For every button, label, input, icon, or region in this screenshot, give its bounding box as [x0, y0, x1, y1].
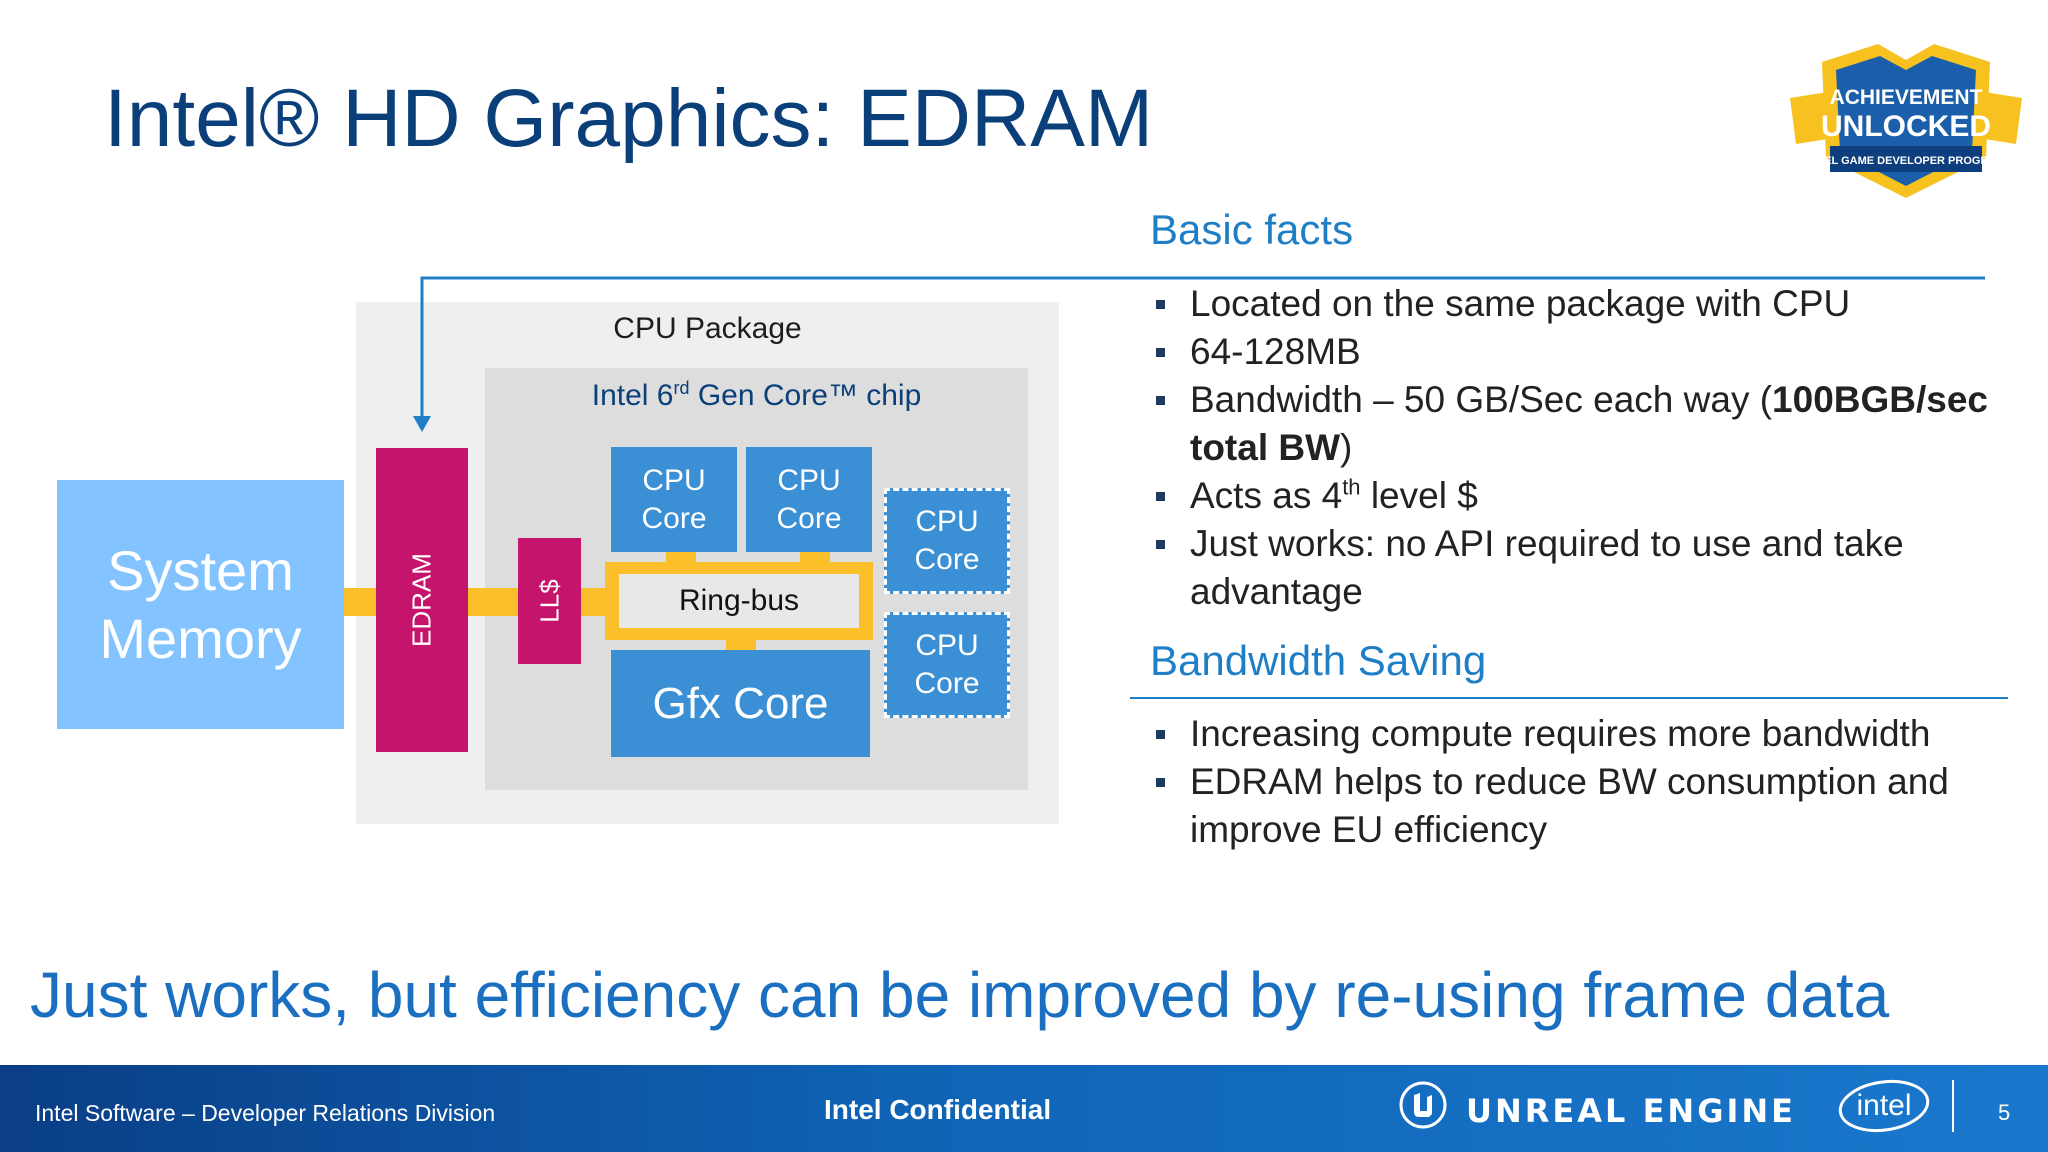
list-item: Increasing compute requires more bandwid… — [1150, 710, 2010, 758]
slide-title: Intel® HD Graphics: EDRAM — [104, 73, 1154, 164]
list-item: Acts as 4th level $ — [1150, 472, 2010, 520]
ring-bus-label: Ring-bus — [619, 574, 859, 628]
bus-llc-ring — [581, 588, 607, 616]
unreal-engine-logo-icon — [1399, 1081, 1447, 1129]
heading-rule — [1130, 697, 2008, 699]
conclusion-text: Just works, but efficiency can be improv… — [30, 959, 1890, 1031]
footer-confidential-text: Intel Confidential — [824, 1094, 1052, 1125]
bandwidth-saving-list: Increasing compute requires more bandwid… — [1150, 710, 2010, 854]
list-item: Located on the same package with CPU — [1150, 280, 2010, 328]
bus-gfx-ring — [726, 638, 756, 650]
footer-divider — [1952, 1080, 1954, 1132]
intel-logo-icon: intel — [1838, 1079, 1930, 1133]
llc-label: LL$ — [534, 579, 564, 623]
basic-facts-heading: Basic facts — [1150, 206, 1354, 253]
footer-bar — [0, 1065, 2048, 1152]
list-item: EDRAM helps to reduce BW consumption and… — [1150, 758, 2010, 854]
list-item: Bandwidth – 50 GB/Sec each way (100BGB/s… — [1150, 376, 2010, 472]
badge-line1: ACHIEVEMENT — [1830, 86, 1983, 109]
bus-edram-llc — [468, 588, 518, 616]
basic-facts-list: Located on the same package with CPU 64-… — [1150, 280, 2010, 616]
list-item: Just works: no API required to use and t… — [1150, 520, 2010, 616]
page-number: 5 — [1998, 1100, 2011, 1125]
gfx-core-block: Gfx Core — [611, 650, 870, 757]
bus-memory-edram — [344, 588, 376, 616]
chip-label: Intel 6rd Gen Core™ chip — [591, 378, 922, 412]
edram-label: EDRAM — [406, 553, 437, 647]
badge-line3: INTEL GAME DEVELOPER PROGRAM — [1806, 155, 2005, 167]
footer-division-text: Intel Software – Developer Relations Div… — [35, 1100, 496, 1126]
bus-core2-ring — [800, 552, 830, 564]
llc-block: LL$ — [518, 538, 581, 664]
cpu-package-label: CPU Package — [613, 312, 802, 345]
list-item: 64-128MB — [1150, 328, 2010, 376]
achievement-badge: ACHIEVEMENT UNLOCKED INTEL GAME DEVELOPE… — [1790, 40, 2022, 205]
unreal-engine-wordmark: UNREAL ENGINE — [1466, 1092, 1797, 1130]
edram-block: EDRAM — [376, 448, 468, 752]
bus-core1-ring — [666, 552, 696, 564]
badge-line2: UNLOCKED — [1821, 110, 1991, 143]
svg-text:intel: intel — [1856, 1089, 1911, 1122]
bandwidth-saving-heading: Bandwidth Saving — [1150, 637, 1487, 684]
